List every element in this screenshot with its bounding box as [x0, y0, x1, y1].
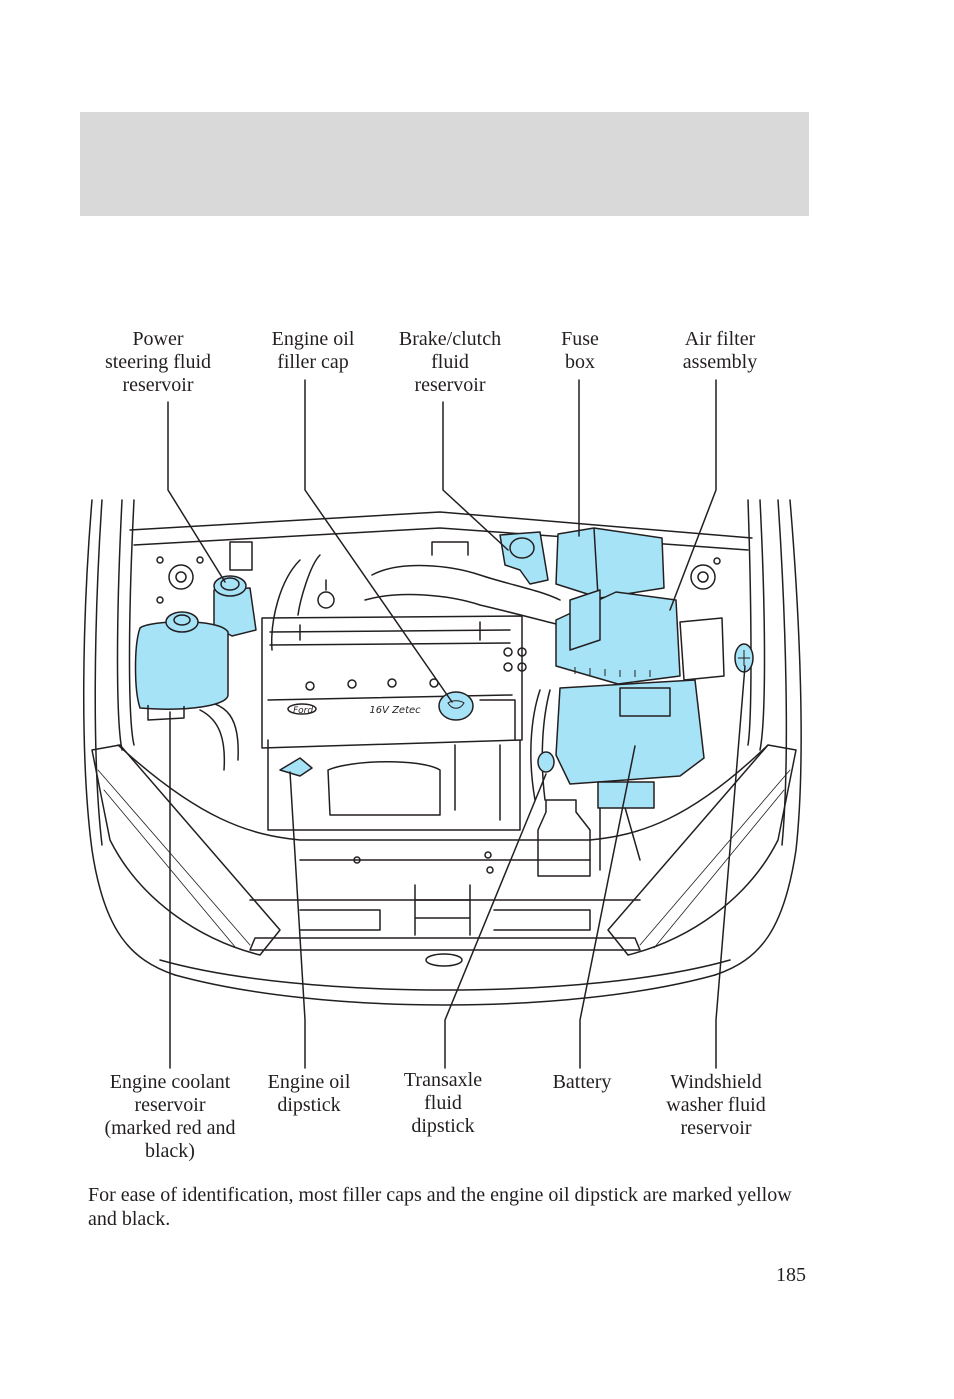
caption: For ease of identification, most filler … — [88, 1184, 792, 1230]
header-band — [80, 112, 809, 216]
right-fender — [714, 499, 802, 976]
page-number: 185 — [776, 1264, 806, 1286]
leader-washer — [715, 665, 746, 1069]
left-headlight — [91, 744, 281, 956]
label-fuse-box: Fuse box — [561, 328, 599, 373]
leader-air-filter — [669, 379, 717, 611]
transaxle-bottle — [537, 799, 591, 877]
left-fender — [82, 499, 176, 976]
transaxle-dipstick-ring — [537, 751, 555, 773]
leader-engine-oil-cap — [304, 379, 453, 703]
engine-cover-badge: 16V Zetec — [369, 705, 421, 716]
label-brake-clutch-reservoir: Brake/clutch fluid reservoir — [398, 328, 502, 396]
label-engine-oil-filler-cap: Engine oil filler cap — [271, 328, 355, 373]
leader-battery — [579, 745, 636, 1069]
label-windshield-washer-reservoir: Windshield washer fluid reservoir — [666, 1071, 766, 1139]
leader-brake-clutch — [442, 401, 509, 551]
label-power-steering-reservoir: Power steering fluid reservoir — [104, 328, 212, 396]
bulkhead — [129, 511, 753, 539]
right-headlight — [607, 744, 797, 956]
leader-transaxle — [444, 773, 547, 1069]
engine-oil-dipstick-handle — [279, 757, 313, 777]
coolant-reservoir — [134, 621, 229, 710]
leader-power-steering — [167, 401, 226, 583]
label-engine-oil-dipstick: Engine oil dipstick — [267, 1071, 351, 1116]
battery — [555, 679, 705, 785]
engine-oil-filler-cap — [438, 691, 474, 721]
label-air-filter-assembly: Air filter assembly — [682, 328, 758, 373]
label-engine-coolant-reservoir: Engine coolant reservoir (marked red and… — [104, 1071, 236, 1162]
engine-cover-ford-logo: Ford — [293, 706, 313, 716]
label-transaxle-fluid-dipstick: Transaxle fluid dipstick — [403, 1069, 483, 1137]
engine-head — [261, 615, 523, 749]
front-bumper — [159, 959, 731, 991]
fuse-box — [555, 527, 665, 599]
label-battery: Battery — [552, 1071, 612, 1093]
leader-oil-dipstick — [289, 771, 306, 1069]
